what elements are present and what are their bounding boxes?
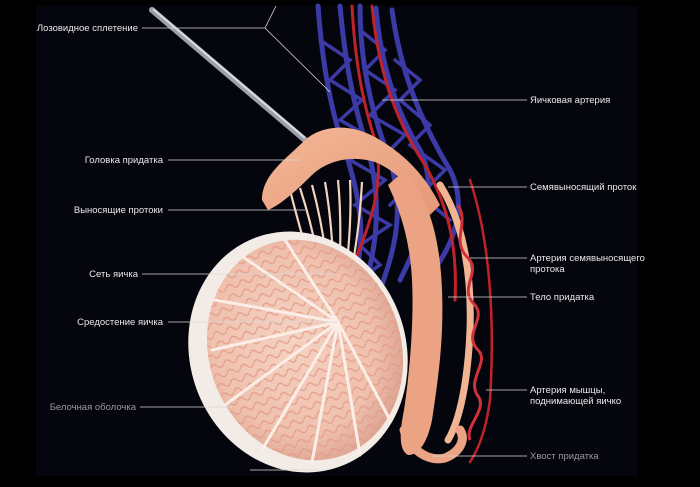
testis-septa	[210, 238, 392, 464]
label-efferent-ducts: Выносящие протоки	[73, 205, 163, 216]
label-mediastinum-testis: Средостение яичка	[77, 317, 163, 328]
label-vas-deferens-artery: Артерия семявыносящего протока	[530, 253, 645, 275]
vas-deferens-artery	[456, 204, 483, 441]
label-testicular-artery: Яичковая артерия	[530, 95, 611, 106]
label-epididymis-tail: Хвост придатка	[530, 451, 599, 462]
testis-lobules	[206, 239, 404, 461]
label-epididymis-head: Головка придатка	[84, 155, 163, 166]
epididymis-head	[262, 127, 440, 215]
label-vas-deferens-artery-line1: Артерия семявыносящего	[530, 253, 645, 264]
label-cremaster-artery: Артерия мышцы, поднимающей яичко	[530, 385, 621, 407]
epididymis-tail	[399, 425, 467, 464]
label-epididymis-body: Тело придатка	[530, 292, 595, 303]
label-vas-deferens-artery-line2: протока	[530, 264, 565, 275]
label-rete-testis: Сеть яичка	[89, 269, 138, 280]
leader-lines	[140, 5, 527, 471]
label-cremaster-artery-line1: Артерия мышцы,	[530, 385, 606, 396]
vas-deferens	[436, 181, 474, 444]
epididymis	[262, 127, 483, 464]
epididymis-body	[388, 170, 443, 455]
testis	[188, 231, 408, 473]
leader-pampiniform	[142, 5, 331, 93]
probe-instrument	[149, 7, 308, 143]
label-vas-deferens: Семявыносящий проток	[530, 182, 637, 193]
label-pampiniform-plexus: Лозовидное сплетение	[36, 23, 138, 34]
label-tunica-albuginea: Белочная оболочка	[49, 402, 136, 413]
probe-highlight	[152, 8, 306, 139]
label-cremaster-artery-line2: поднимающей яичко	[530, 396, 622, 407]
